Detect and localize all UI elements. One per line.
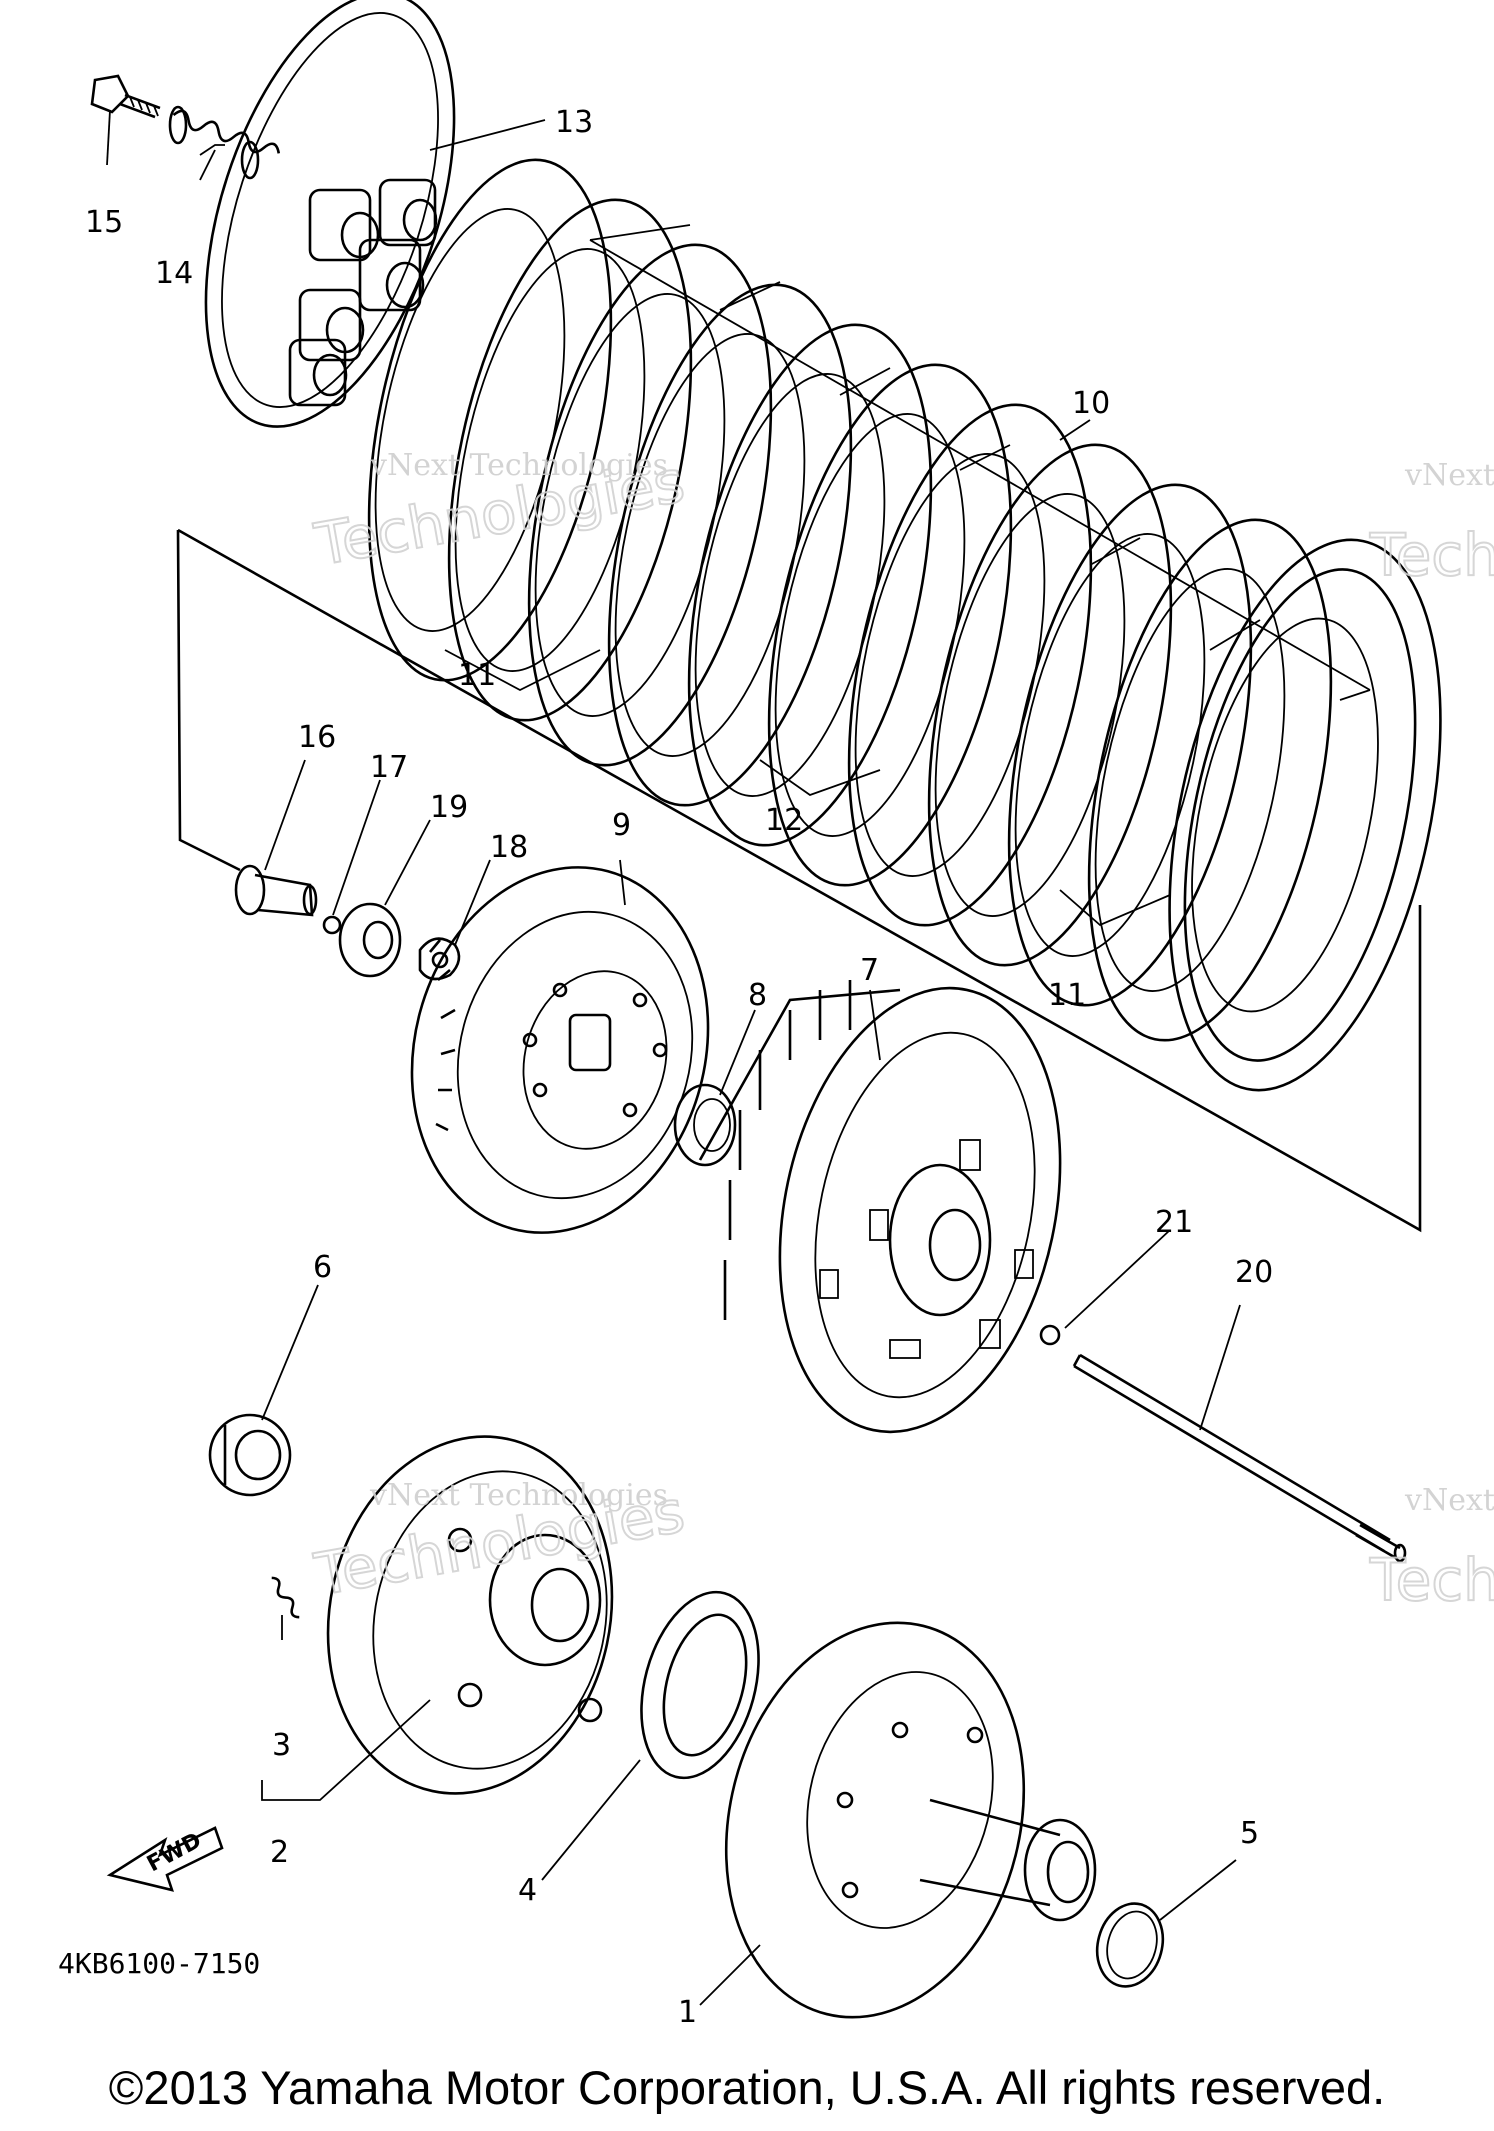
callout-12[interactable]: 12 bbox=[765, 803, 803, 838]
o-ring-part-5[interactable] bbox=[1088, 1896, 1172, 1994]
callout-21[interactable]: 21 bbox=[1155, 1205, 1193, 1240]
callout-16[interactable]: 16 bbox=[298, 720, 336, 755]
callout-11a[interactable]: 11 bbox=[458, 658, 496, 693]
callout-7[interactable]: 7 bbox=[860, 953, 879, 988]
clutch-carrier-part-2[interactable] bbox=[296, 1410, 645, 1820]
circlip-part-8[interactable] bbox=[673, 1083, 737, 1167]
callout-17[interactable]: 17 bbox=[370, 750, 408, 785]
clutch-plate-stack bbox=[327, 138, 1442, 1092]
callout-3[interactable]: 3 bbox=[272, 1728, 291, 1763]
one-way-clutch-part-4[interactable] bbox=[622, 1579, 777, 1791]
callout-4[interactable]: 4 bbox=[518, 1873, 537, 1908]
nut-part-6[interactable] bbox=[208, 1413, 292, 1497]
push-rod-part-20[interactable] bbox=[1072, 1353, 1407, 1563]
callout-8[interactable]: 8 bbox=[748, 978, 767, 1013]
fwd-label: FWD bbox=[143, 1828, 206, 1877]
clutch-plate-part-11-12[interactable] bbox=[327, 138, 1372, 1062]
callout-6[interactable]: 6 bbox=[313, 1250, 332, 1285]
callout-15[interactable]: 15 bbox=[85, 205, 123, 240]
callout-11b[interactable]: 11 bbox=[1048, 978, 1086, 1013]
watermark: vNext Technologies Technologies vNext Te… bbox=[309, 446, 1494, 1615]
callout-20[interactable]: 20 bbox=[1235, 1255, 1273, 1290]
spring-part-3[interactable] bbox=[268, 1576, 302, 1620]
watermark-text-top: vNext Technologies bbox=[369, 448, 668, 483]
callout-numbers: 13 15 14 10 11 16 17 19 18 9 12 7 8 11 2… bbox=[85, 105, 1273, 2030]
callout-1[interactable]: 1 bbox=[678, 1995, 697, 2030]
callout-19[interactable]: 19 bbox=[430, 790, 468, 825]
watermark-edge-top-2: Tech bbox=[1369, 521, 1494, 589]
leader-lines bbox=[106, 109, 1241, 2006]
washer-part-18[interactable] bbox=[418, 937, 461, 981]
callout-14[interactable]: 14 bbox=[155, 256, 193, 291]
primary-driven-gear-part-9[interactable] bbox=[372, 834, 748, 1266]
callout-9[interactable]: 9 bbox=[612, 808, 631, 843]
bearing-part-19[interactable] bbox=[338, 902, 402, 978]
watermark-edge-top: vNext bbox=[1404, 458, 1494, 493]
pressure-plate-part-13[interactable] bbox=[158, 0, 502, 457]
callout-2[interactable]: 2 bbox=[270, 1835, 289, 1870]
forward-direction-arrow: FWD bbox=[106, 1826, 224, 1892]
callout-5[interactable]: 5 bbox=[1240, 1816, 1259, 1851]
bolt-part-15[interactable] bbox=[90, 74, 161, 119]
watermark-text-mid: vNext Technologies bbox=[369, 1478, 668, 1513]
callout-13[interactable]: 13 bbox=[555, 105, 593, 140]
ball-part-21[interactable] bbox=[1039, 1324, 1061, 1346]
watermark-edge-mid: vNext bbox=[1404, 1483, 1494, 1518]
clutch-housing-part-1[interactable] bbox=[686, 1591, 1097, 2049]
clutch-spring-part-14[interactable] bbox=[168, 105, 281, 180]
callout-10[interactable]: 10 bbox=[1072, 386, 1110, 421]
diagram-code: 4KB6100-7150 bbox=[58, 1947, 260, 1980]
copyright-notice: ©2013 Yamaha Motor Corporation, U.S.A. A… bbox=[108, 2061, 1386, 2114]
clutch-boss-part-7[interactable] bbox=[698, 962, 1099, 1458]
watermark-edge-mid-2: Tech bbox=[1369, 1546, 1494, 1614]
pushrod-part-16[interactable] bbox=[234, 864, 318, 917]
ball-part-17[interactable] bbox=[322, 915, 342, 935]
callout-18[interactable]: 18 bbox=[490, 830, 528, 865]
